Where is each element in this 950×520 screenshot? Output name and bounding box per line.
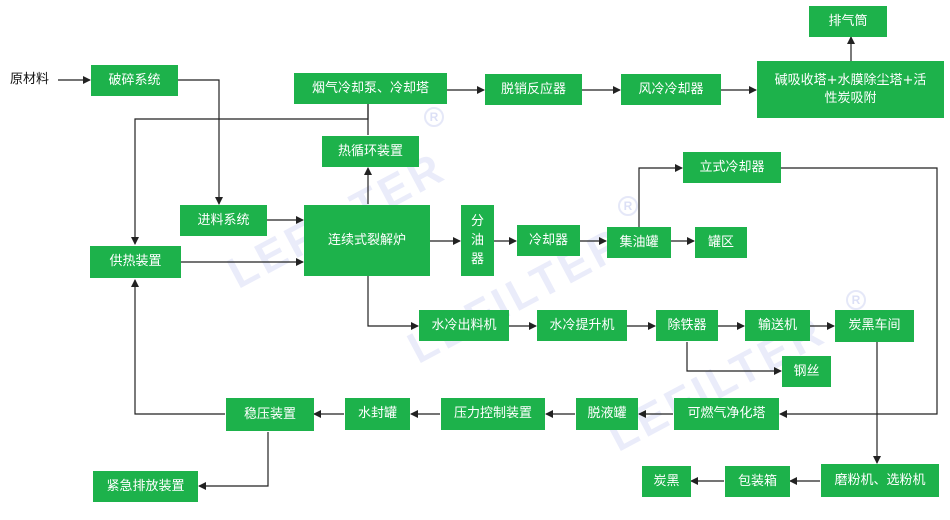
arrow-iron-to-steel [686,342,782,375]
watermark-mark: R [618,196,638,216]
node-denitrification-reactor: 脱销反应器 [485,74,582,105]
node-iron-remover: 除铁器 [656,310,718,341]
node-packing-box: 包装箱 [725,466,790,497]
node-feeding-system: 进料系统 [180,205,267,236]
node-grinder-classifier: 磨粉机、选粉机 [821,464,939,497]
node-heating-device: 供热装置 [90,246,181,278]
arrow-stabilizer-to-heating [131,279,225,415]
node-deliquid-tank: 脱液罐 [576,398,638,430]
node-absorption-tower: 碱吸收塔+水膜除尘塔+活 性炭吸附 [757,61,944,118]
node-pressure-stabilizer: 稳压装置 [226,398,314,431]
node-carbon-black-workshop: 炭黑车间 [835,310,914,342]
node-cooler: 冷却器 [517,225,580,256]
arrow-stabilizer-to-emergency [198,432,269,490]
node-carbon-black: 炭黑 [642,466,691,497]
node-tank-area: 罐区 [695,227,747,258]
watermark-mark: R [424,107,444,127]
node-gas-purification-tower: 可燃气净化塔 [674,398,779,430]
node-oil-tank: 集油罐 [607,227,671,258]
node-conveyor: 输送机 [745,310,810,341]
node-oil-separator: 分 油 器 [461,205,494,276]
arrow-pyrolysis-to-discharge [367,276,419,330]
node-flue-gas-cooling: 烟气冷却泵、冷却塔 [294,73,447,104]
watermark-mark: R [846,290,866,310]
node-heat-circulation: 热循环装置 [322,136,419,167]
node-exhaust-pipe: 排气筒 [809,6,887,37]
node-steel-wire: 钢丝 [782,356,831,387]
node-pressure-control: 压力控制装置 [441,398,545,430]
node-crushing-system: 破碎系统 [91,65,178,96]
node-water-cooled-discharger: 水冷出料机 [419,310,509,341]
node-water-cooled-lift: 水冷提升机 [537,310,627,341]
node-air-cooler: 风冷冷却器 [621,74,721,105]
node-pyrolysis-furnace: 连续式裂解炉 [304,205,430,276]
node-vertical-cooler: 立式冷却器 [683,152,781,183]
arrow-oil-tank-to-vertical-cooler [638,164,683,228]
arrow-crushing-to-feeding [178,79,223,205]
arrow-vertical-cooler-to-purifier [779,167,938,418]
node-water-seal-tank: 水封罐 [345,398,410,430]
node-emergency-discharge: 紧急排放装置 [93,471,198,502]
raw-material-label: 原材料 [10,72,50,87]
